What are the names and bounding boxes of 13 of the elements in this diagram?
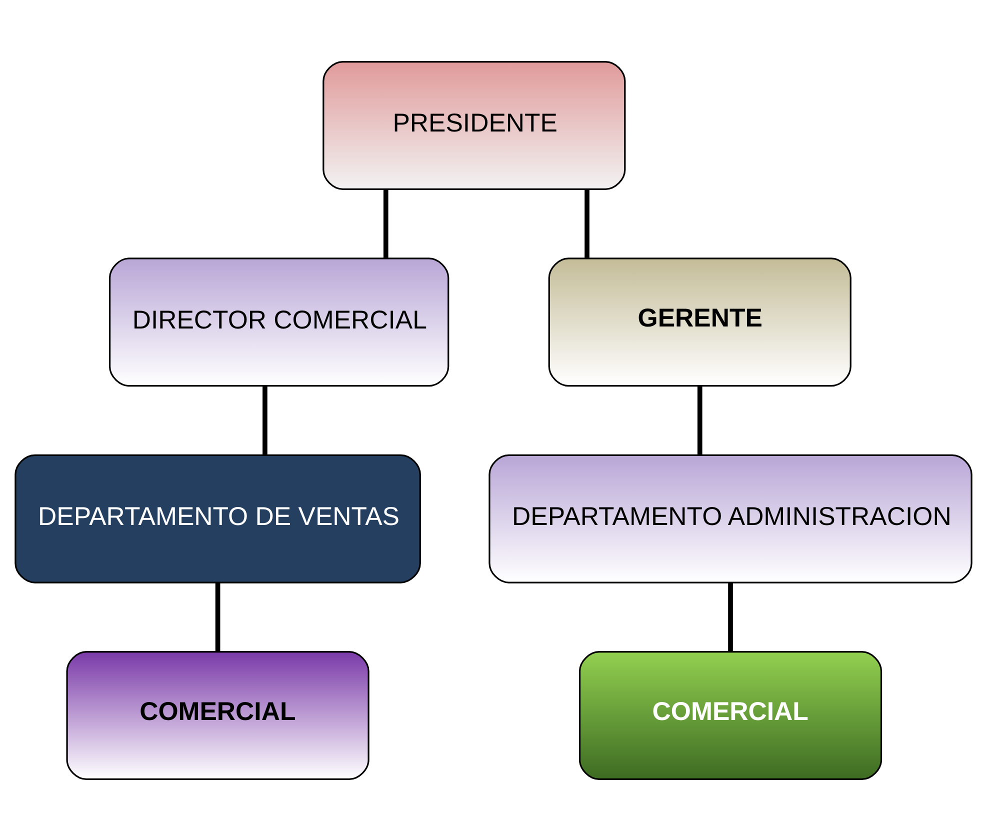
node-box: GERENTE — [548, 257, 851, 386]
node-box: DEPARTAMENTO ADMINISTRACION — [488, 454, 972, 583]
node-box: COMERCIAL — [578, 650, 882, 780]
node-box: DIRECTOR COMERCIAL — [108, 257, 449, 386]
node-box: COMERCIAL — [66, 650, 369, 780]
connector — [382, 188, 388, 258]
connector — [262, 386, 267, 454]
node-box: DEPARTAMENTO DE VENTAS — [14, 454, 420, 583]
connector — [584, 188, 589, 258]
connector — [728, 582, 732, 651]
node-box: PRESIDENTE — [322, 60, 626, 190]
connector — [214, 582, 220, 651]
connector — [696, 386, 702, 454]
